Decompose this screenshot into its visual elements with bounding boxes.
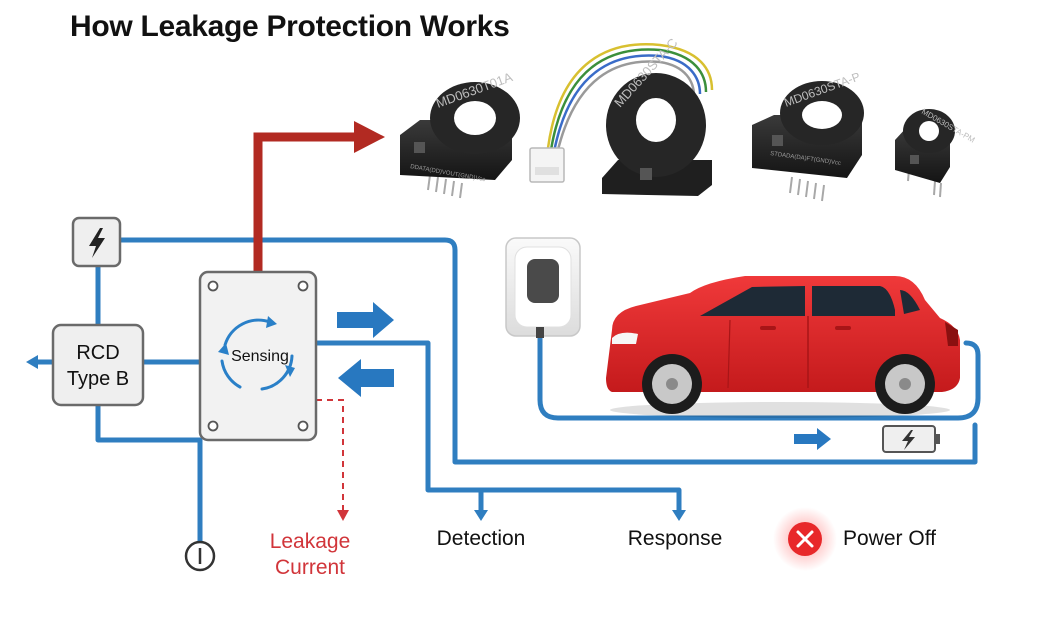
rcd-to-ground-line bbox=[95, 402, 203, 548]
screw-bl bbox=[207, 420, 219, 432]
sensing-module: Sensing bbox=[198, 270, 318, 442]
sensing-label: Sensing bbox=[231, 348, 289, 365]
leakage-label-line2: Current bbox=[275, 556, 345, 579]
leakage-dashed-line bbox=[316, 399, 344, 512]
rear-wheel bbox=[875, 354, 935, 414]
cycle-arrows-icon bbox=[220, 318, 294, 391]
flow-arrow-small bbox=[794, 428, 831, 450]
lightning-icon bbox=[89, 228, 105, 258]
page-title: How Leakage Protection Works bbox=[70, 10, 510, 43]
sensing-output-line bbox=[313, 340, 682, 515]
cycle-arrowhead-1 bbox=[266, 316, 277, 328]
sensor-md0630sta-c: MD0630STA-C bbox=[529, 35, 714, 196]
qr-icon bbox=[772, 135, 783, 146]
sensor-connector bbox=[529, 147, 565, 183]
sensor-md0630sta-pm: MD0630STA-PM bbox=[895, 107, 977, 198]
qr-icon bbox=[640, 168, 652, 180]
rcd-label-line1: RCD bbox=[76, 342, 119, 364]
signal-path bbox=[253, 132, 355, 272]
leakage-arrowhead bbox=[337, 510, 349, 521]
ground-icon bbox=[184, 540, 216, 572]
cycle-arrowhead-3 bbox=[218, 343, 229, 355]
screw-br bbox=[297, 420, 309, 432]
response-label: Response bbox=[628, 527, 723, 550]
battery-icon bbox=[882, 425, 940, 453]
flow-lines bbox=[35, 237, 981, 548]
power-off-label: Power Off bbox=[843, 527, 936, 550]
power-off-indicator bbox=[773, 507, 837, 571]
screw-tr bbox=[297, 280, 309, 292]
flow-arrow-right bbox=[337, 302, 394, 338]
sensor-pins bbox=[789, 176, 825, 202]
leakage-label-line1: Leakage bbox=[270, 530, 351, 553]
detection-arrowhead bbox=[474, 510, 488, 521]
rcd-box: RCD Type B bbox=[51, 323, 145, 407]
sensor-cable bbox=[546, 43, 714, 155]
signal-arrowhead bbox=[354, 121, 385, 153]
sensor-pins bbox=[427, 174, 463, 199]
ev-charger-icon bbox=[505, 237, 581, 338]
qr-icon bbox=[414, 142, 425, 153]
rcd-label-line2: Type B bbox=[67, 368, 129, 390]
screw-tl bbox=[207, 280, 219, 292]
rcd-output-arrowhead bbox=[26, 355, 38, 369]
car-windows bbox=[700, 286, 805, 316]
sensor-md0630t01a: MD0630T01A DDATA(DD)VOUT(GND)Vcc bbox=[400, 69, 520, 199]
top-feed-line bbox=[117, 237, 978, 465]
sensor-md0630sta-p: MD0630STA-P STDADA(DA)FT(GND)Vcc bbox=[752, 69, 864, 202]
power-source-box bbox=[71, 216, 122, 268]
response-arrowhead bbox=[672, 510, 686, 521]
charger-cable-line bbox=[537, 332, 981, 421]
flow-arrow-left bbox=[338, 359, 394, 397]
qr-icon bbox=[910, 155, 919, 164]
car-icon bbox=[606, 276, 960, 418]
front-wheel bbox=[642, 354, 702, 414]
detection-label: Detection bbox=[437, 527, 526, 550]
cycle-arrowhead-2 bbox=[285, 365, 295, 377]
